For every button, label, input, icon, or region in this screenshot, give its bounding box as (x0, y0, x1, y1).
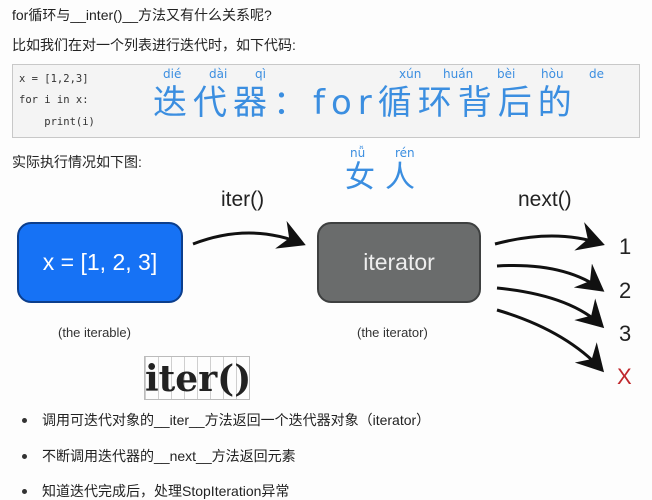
output-2: 2 (619, 278, 632, 303)
bullet-item: 知道迭代完成后，处理StopIteration异常 (42, 483, 290, 499)
next-arrow-4 (496, 308, 605, 373)
handwritten-title-text: 迭代器：for循环背后的 (153, 83, 578, 123)
iterator-caption: (the iterator) (357, 325, 428, 340)
next-label: next() (518, 188, 572, 211)
pinyin: de (589, 67, 604, 81)
pinyin: qì (255, 67, 266, 81)
handwritten-note: nǚ rén 女人 (345, 146, 425, 196)
stop-iteration-x: X (617, 364, 632, 389)
bullet-item: 不断调用迭代器的__next__方法返回元素 (42, 448, 296, 464)
next-arrow-1 (494, 222, 605, 251)
handwritten-note-text: 女人 (345, 160, 425, 195)
output-3: 3 (619, 321, 632, 346)
output-1: 1 (619, 234, 632, 259)
next-arrow-3 (496, 286, 605, 329)
bullet-item: 调用可迭代对象的__iter__方法返回一个迭代器对象（iterator） (42, 412, 431, 428)
intro-text: 比如我们在对一个列表进行迭代时，如下代码: (12, 37, 296, 53)
iterable-box: x = [1, 2, 3] (17, 222, 183, 303)
code-block: x = [1,2,3] for i in x: print(i) dié dài… (12, 64, 640, 138)
pinyin: huán (443, 67, 474, 81)
iterable-caption: (the iterable) (58, 325, 131, 340)
iter-label: iter() (221, 188, 265, 211)
code-line: print(i) (19, 116, 95, 128)
pinyin: nǚ (350, 146, 366, 160)
heading: for循环与__inter()__方法又有什么关系呢? (12, 7, 272, 23)
code-line: for i in x: (19, 94, 89, 106)
code-line: x = [1,2,3] (19, 73, 89, 85)
iter-overlay-label: iter() (144, 356, 252, 400)
pinyin: rén (395, 146, 415, 160)
bullet-dot (22, 489, 27, 494)
bullet-dot (22, 418, 27, 423)
next-arrow-2 (496, 263, 605, 292)
pinyin: xún (399, 67, 422, 81)
pinyin: dié (163, 67, 182, 81)
pinyin: hòu (541, 67, 564, 81)
iter-arrow (192, 220, 306, 249)
section-label: 实际执行情况如下图: (12, 154, 142, 170)
iterator-box: iterator (317, 222, 481, 303)
bullet-dot (22, 454, 27, 459)
pinyin: dài (209, 67, 228, 81)
pinyin: bèi (497, 67, 516, 81)
diagram-arrows (192, 220, 605, 373)
